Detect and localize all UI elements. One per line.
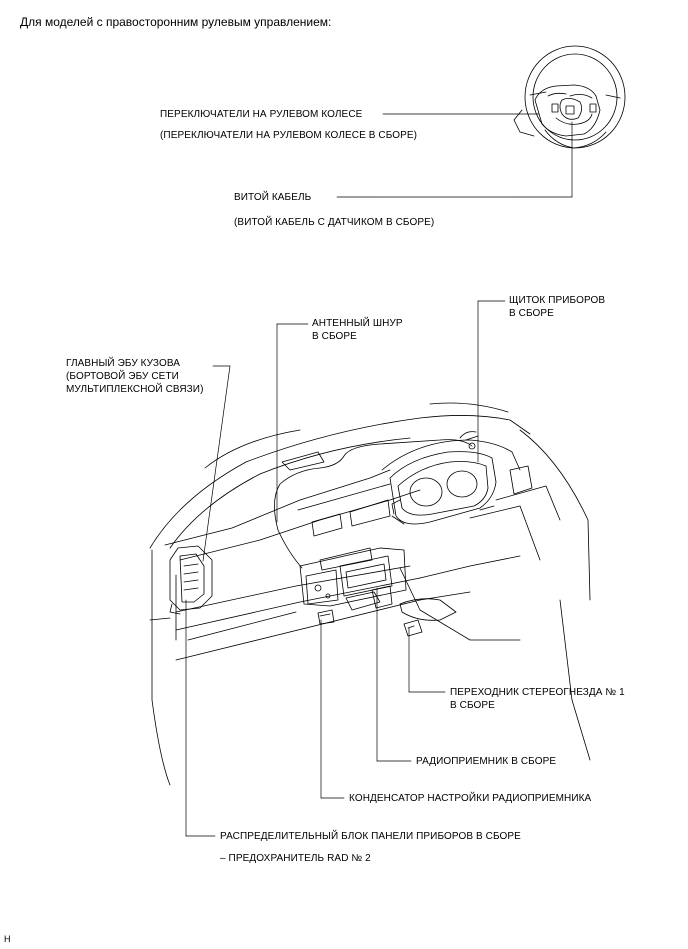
label-spiral-cable-assy: (ВИТОЙ КАБЕЛЬ С ДАТЧИКОМ В СБОРЕ) bbox=[234, 217, 435, 228]
label-antenna-cord-line2: В СБОРЕ bbox=[312, 331, 357, 342]
label-spiral-cable: ВИТОЙ КАБЕЛЬ bbox=[234, 192, 312, 203]
label-antenna-cord: АНТЕННЫЙ ШНУР bbox=[312, 318, 403, 329]
label-fuse: – ПРЕДОХРАНИТЕЛЬ RAD № 2 bbox=[220, 853, 371, 864]
dashboard-drawing bbox=[149, 402, 591, 786]
page-heading: Для моделей с правосторонним рулевым упр… bbox=[20, 15, 332, 29]
label-radio-condenser: КОНДЕНСАТОР НАСТРОЙКИ РАДИОПРИЕМНИКА bbox=[349, 793, 592, 804]
label-main-body-ecu: ГЛАВНЫЙ ЭБУ КУЗОВА bbox=[66, 358, 181, 369]
label-stereo-jack-adapter-line2: В СБОРЕ bbox=[450, 700, 495, 711]
label-combination-meter: ЩИТОК ПРИБОРОВ bbox=[509, 295, 606, 306]
steering-leader-lines bbox=[336, 113, 573, 198]
label-stereo-jack-adapter: ПЕРЕХОДНИК СТЕРЕОГНЕЗДА № 1 bbox=[450, 687, 625, 698]
label-radio-receiver: РАДИОПРИЕМНИК В СБОРЕ bbox=[416, 756, 557, 767]
dashboard-leader-lines bbox=[185, 300, 506, 837]
label-main-body-ecu-line3: МУЛЬТИПЛЕКСНОЙ СВЯЗИ) bbox=[66, 384, 204, 395]
label-steering-switches: ПЕРЕКЛЮЧАТЕЛИ НА РУЛЕВОМ КОЛЕСЕ bbox=[160, 109, 363, 120]
label-junction-block: РАСПРЕДЕЛИТЕЛЬНЫЙ БЛОК ПАНЕЛИ ПРИБОРОВ В… bbox=[220, 831, 521, 842]
label-combination-meter-line2: В СБОРЕ bbox=[509, 308, 554, 319]
corner-mark: H bbox=[4, 934, 11, 944]
steering-wheel-drawing bbox=[513, 45, 626, 149]
label-steering-switches-assy: (ПЕРЕКЛЮЧАТЕЛИ НА РУЛЕВОМ КОЛЕСЕ В СБОРЕ… bbox=[160, 130, 418, 141]
label-main-body-ecu-line2: (БОРТОВОЙ ЭБУ СЕТИ bbox=[66, 371, 179, 382]
